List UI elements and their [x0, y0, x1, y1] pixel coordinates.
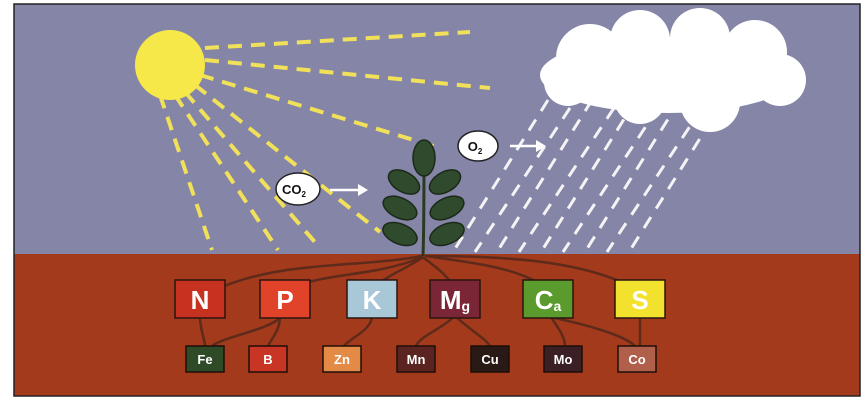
- leaf: [428, 169, 462, 195]
- macronutrient-symbol: P: [276, 285, 293, 315]
- macronutrient-box: N: [174, 279, 226, 319]
- micronutrient-label: Co: [628, 352, 645, 367]
- sun-rays: [158, 30, 491, 252]
- micronutrient-label: B: [263, 352, 272, 367]
- svg-text:CO2: CO2: [282, 182, 307, 199]
- micronutrient-box: Fe: [185, 345, 225, 373]
- micronutrient-box: Cu: [470, 345, 510, 373]
- co2-arrow-icon: [330, 184, 368, 196]
- macronutrient-box: P: [259, 279, 311, 319]
- leaf: [429, 221, 465, 247]
- macronutrient-subscript: a: [553, 298, 561, 314]
- micronutrient-label: Cu: [481, 352, 498, 367]
- rain-streak: [451, 99, 550, 253]
- svg-text:Ca: Ca: [535, 285, 562, 315]
- micronutrient-box: Zn: [322, 345, 362, 373]
- micronutrient-box: Co: [617, 345, 657, 373]
- leaf: [429, 195, 465, 221]
- rain-streak: [583, 99, 682, 253]
- frame-border: [13, 3, 861, 397]
- soil: [14, 254, 860, 396]
- rain-streak: [517, 107, 616, 253]
- plant: [382, 139, 465, 257]
- macronutrient-box: K: [346, 279, 398, 319]
- macronutrient-row: N P K Mg Ca S: [174, 279, 666, 319]
- macronutrient-box: S: [614, 279, 666, 319]
- leaf: [387, 169, 421, 195]
- rain-streak: [561, 107, 660, 253]
- rain-streaks: [451, 99, 726, 253]
- rain-streak: [605, 107, 704, 253]
- micronutrient-box: Mo: [543, 345, 583, 373]
- micronutrient-box: B: [248, 345, 288, 373]
- micronutrient-label: Mn: [407, 352, 426, 367]
- macronutrient-symbol: N: [191, 285, 210, 315]
- micronutrient-label: Fe: [197, 352, 212, 367]
- o2-label: O2: [457, 130, 499, 162]
- leaf: [382, 195, 418, 221]
- leaf: [412, 139, 436, 177]
- svg-text:P: P: [276, 285, 293, 315]
- sun: [135, 30, 205, 100]
- co2-main: CO: [282, 182, 302, 197]
- macronutrient-subscript: g: [462, 298, 471, 314]
- co2-sub: 2: [302, 190, 307, 199]
- svg-text:N: N: [191, 285, 210, 315]
- co2-label: CO2: [275, 172, 321, 206]
- macronutrient-symbol: K: [363, 285, 382, 315]
- o2-main: O: [468, 139, 478, 154]
- macronutrient-symbol: M: [440, 285, 462, 315]
- leaf: [382, 221, 418, 247]
- svg-text:O2: O2: [468, 139, 483, 156]
- macronutrient-box: Ca: [522, 279, 574, 319]
- o2-sub: 2: [478, 147, 483, 156]
- micronutrient-label: Zn: [334, 352, 350, 367]
- micronutrient-row: Fe B Zn Mn Cu Mo Co: [185, 345, 657, 373]
- micronutrient-box: Mn: [396, 345, 436, 373]
- rain-streak: [473, 107, 572, 253]
- svg-text:K: K: [363, 285, 382, 315]
- svg-text:Mg: Mg: [440, 285, 470, 315]
- cloud: [540, 8, 806, 132]
- macronutrient-box: Mg: [429, 279, 481, 319]
- rain-streak: [495, 99, 594, 253]
- macronutrient-symbol: S: [631, 285, 648, 315]
- micronutrient-label: Mo: [554, 352, 573, 367]
- svg-text:S: S: [631, 285, 648, 315]
- macronutrient-symbol: C: [535, 285, 554, 315]
- o2-arrow-icon: [510, 140, 546, 152]
- rain-streak: [539, 99, 638, 253]
